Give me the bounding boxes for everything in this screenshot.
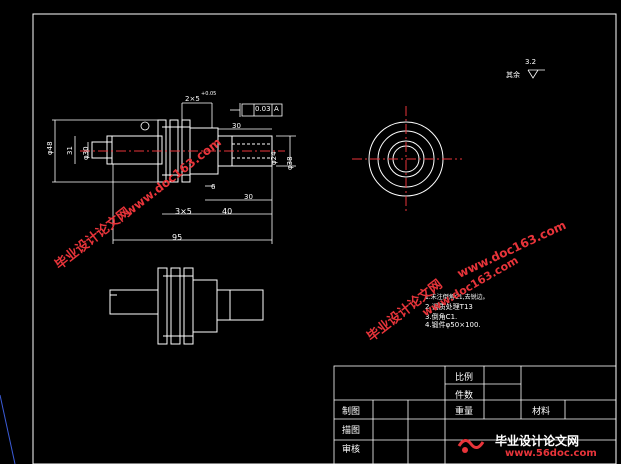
dim-len40: 40 [222,207,233,216]
roughness-label: 其余 [506,71,520,79]
dim-grooves: 2×5 [185,95,200,103]
brand-url: www.56doc.com [505,448,597,459]
roughness-value: 3.2 [525,58,537,66]
brand-logo-icon [457,439,485,453]
note-1: 1.未注倒角C1,去锐边。 [425,294,489,301]
note-4: 4.锻件φ50×100. [425,321,481,329]
dim-len30b: 30 [244,193,253,201]
dim-dia38: φ38 [286,156,294,170]
lower-view [109,267,264,345]
dim-len31: 31 [66,146,74,155]
datum-label: A [274,105,279,113]
tb-weight-label: 重量 [455,407,474,417]
dim-len6: 6 [211,183,216,191]
roughness-symbol [527,69,545,79]
runout-tolerance-frame [241,103,283,117]
dim-runout: 0.03 [255,105,271,113]
end-view-centerlines [352,106,462,214]
tb-scale-label: 比例 [455,373,474,383]
dim-dia24: φ24 [270,151,278,165]
brand-banner: 毕业设计论文网 www.56doc.com [455,430,621,464]
tb-drawn-label: 制图 [342,407,361,417]
dim-len95: 95 [172,233,183,242]
datum-a-marker [140,121,150,131]
dim-dia30: φ30 [82,146,90,160]
drawing-frame [32,13,617,464]
dim-len3x5: 3×5 [175,207,192,216]
dim-tol-top: +0.05 [201,91,217,97]
frame-corner-line [0,394,16,464]
tb-check-label: 描图 [342,426,361,436]
front-dimensions [52,102,296,244]
dim-dia48: φ48 [46,141,54,155]
note-3: 3.倒角C1. [425,313,458,321]
tb-material-label: 材料 [532,407,551,417]
front-view [91,119,273,183]
dim-len30a: 30 [232,122,241,130]
brand-name: 毕业设计论文网 [495,434,580,448]
title-block [333,365,617,464]
note-2: 2.调质处理T13 [425,303,473,311]
tb-review-label: 审核 [342,445,361,455]
tb-quantity-label: 件数 [455,391,474,401]
